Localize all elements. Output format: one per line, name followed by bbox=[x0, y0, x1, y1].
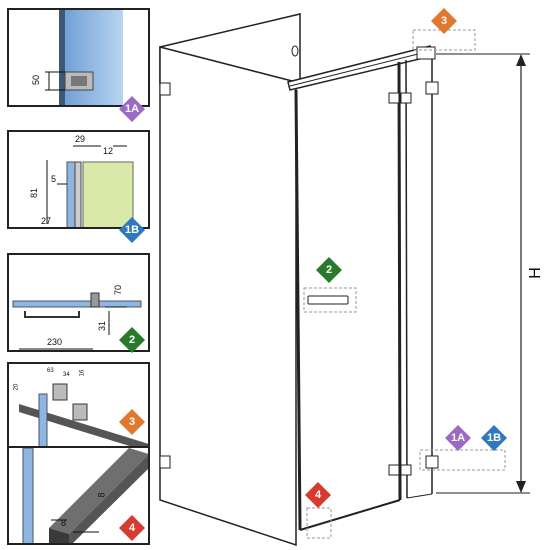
detail-1a-drawing bbox=[45, 10, 123, 105]
badge-2-main: 2 bbox=[316, 257, 342, 283]
badge-1a-main: 1A bbox=[445, 425, 471, 451]
detail-2-drawing bbox=[12, 292, 142, 350]
detail-panel-4: 8 8 bbox=[7, 446, 150, 545]
detail-2-dim-w: 230 bbox=[47, 337, 63, 347]
detail-panel-1a: 50 bbox=[7, 8, 150, 107]
detail-1b-drawing bbox=[46, 145, 134, 227]
detail-1b-dim-top: 29 bbox=[75, 134, 86, 144]
detail-4-dim-w: 8 bbox=[61, 518, 67, 528]
detail-3-dim-b: 63 bbox=[47, 368, 54, 374]
detail-3-drawing bbox=[19, 383, 148, 459]
detail-3-dim-c: 34 bbox=[63, 372, 70, 378]
detail-panel-1b: 29 12 81 5 27 bbox=[7, 130, 150, 229]
detail-1b-dim-right: 12 bbox=[103, 146, 114, 156]
badge-2-panel: 2 bbox=[119, 327, 145, 353]
height-label: H bbox=[526, 267, 544, 279]
detail-4-drawing bbox=[22, 448, 148, 543]
badge-3-panel: 3 bbox=[119, 409, 145, 435]
badge-4-panel: 4 bbox=[119, 515, 145, 541]
detail-panel-3: 20 63 34 16 bbox=[7, 362, 150, 461]
badge-1b-main: 1B bbox=[481, 425, 507, 451]
detail-1b-dim-bottom: 27 bbox=[41, 216, 52, 226]
badge-1b: 1B bbox=[119, 217, 145, 243]
badge-4-main: 4 bbox=[305, 482, 331, 508]
badge-1a: 1A bbox=[119, 96, 145, 122]
badge-3-main: 3 bbox=[431, 8, 457, 34]
detail-1b-dim-small: 5 bbox=[51, 174, 57, 184]
